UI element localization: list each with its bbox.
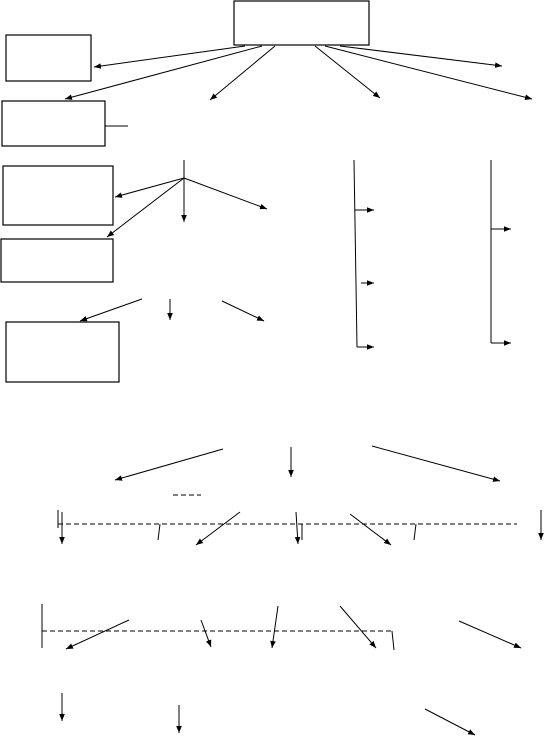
- root-box: [233, 0, 370, 46]
- left-box-5: [5, 321, 120, 383]
- second-fanout: [114, 445, 501, 482]
- hub-branches: [106, 160, 268, 238]
- right-bus-1: [353, 159, 374, 350]
- dashed-row-2: [41, 604, 522, 651]
- root-arrows: [64, 45, 533, 101]
- left-box-2: [1, 100, 106, 147]
- dashed-row-1: [57, 494, 544, 546]
- bottom-arrows: [59, 693, 476, 736]
- right-bus-2: [490, 160, 511, 346]
- left-box-4: [0, 238, 114, 283]
- mid-arrows: [79, 298, 265, 322]
- left-box-1: [5, 34, 92, 82]
- left-box-3: [2, 165, 114, 226]
